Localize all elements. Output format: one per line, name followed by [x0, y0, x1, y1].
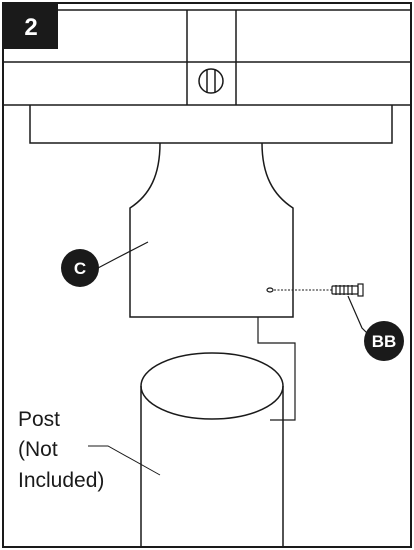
- canopy-base: [29, 105, 393, 144]
- callout-bb-leader: [347, 295, 369, 335]
- step-badge: 2: [4, 4, 58, 49]
- bolt-icon: [331, 283, 364, 297]
- post-label-line2: (Not: [18, 438, 58, 461]
- slotted-screw-icon: [198, 68, 224, 94]
- fixture-fitter: [129, 142, 294, 318]
- post-label: Post (Not Included): [18, 408, 104, 492]
- post-label-leader: [88, 445, 161, 476]
- post-label-line1: Post: [18, 408, 60, 431]
- callout-bb-badge: [364, 321, 404, 361]
- wire-line: [257, 317, 296, 421]
- step-badge-background: [4, 4, 58, 49]
- mounting-plate: [3, 9, 411, 106]
- step-number: 2: [24, 14, 37, 41]
- callout-c-badge: [61, 249, 99, 287]
- callout-c-label: C: [74, 259, 86, 278]
- screw-hole: [266, 287, 274, 293]
- callout-bb: BB: [364, 321, 404, 361]
- post: [140, 352, 284, 547]
- callout-c-leader: [97, 241, 149, 269]
- post-top: [140, 352, 284, 420]
- post-label-line3: Included): [18, 469, 104, 492]
- callout-c: C: [61, 249, 99, 287]
- callout-bb-label: BB: [372, 332, 397, 351]
